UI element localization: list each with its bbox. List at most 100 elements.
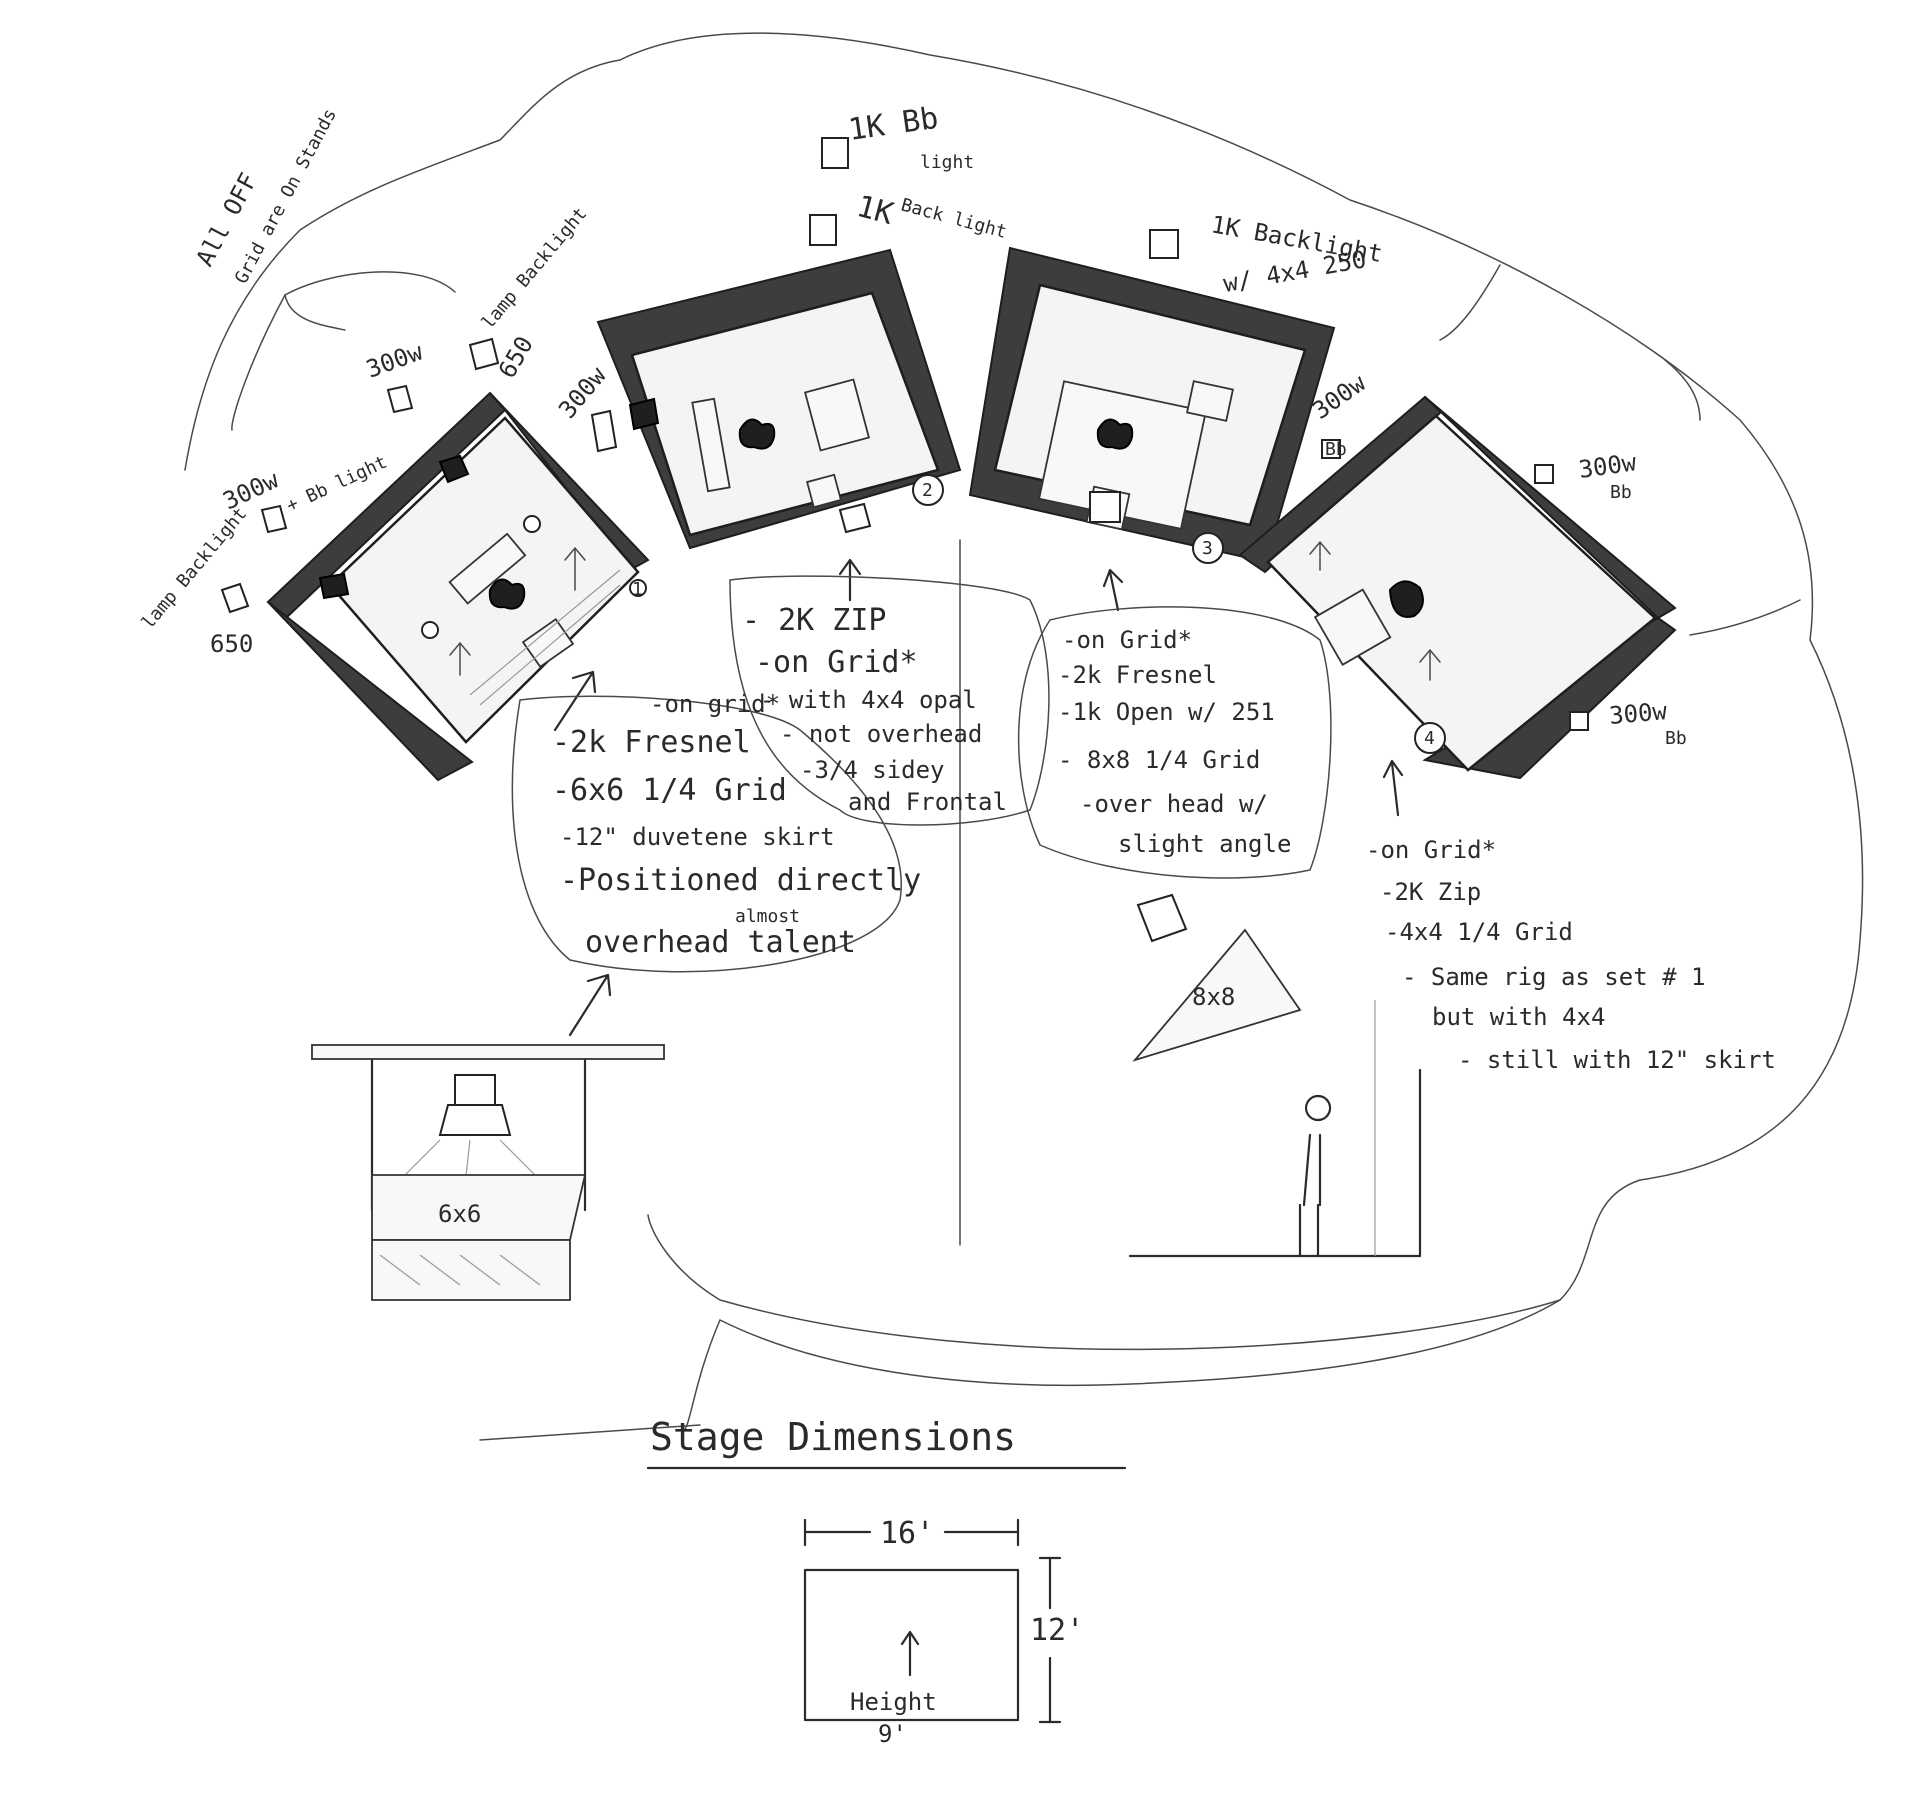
- stage-height-arrow: [900, 1630, 920, 1677]
- detail-talent-figure: [1298, 1094, 1332, 1257]
- set-2-light-icon: [628, 397, 660, 431]
- lamp-1k-bb-icon: [821, 137, 849, 169]
- set-2: [596, 248, 962, 550]
- label-1k-backlight-250-sub: w/ 4x4 250: [1221, 245, 1368, 298]
- detail-1k-fixture-icon: [1136, 893, 1188, 943]
- set-2-note-line-4: -3/4 sidey: [800, 756, 945, 784]
- set-3-chair: [1186, 380, 1234, 422]
- set-1-stand-icon: [421, 621, 439, 639]
- label-300w-set4-mid-bb: Bb: [1610, 482, 1632, 503]
- label-1k-bb: 1K Bb: [846, 101, 940, 148]
- set-4-arrow-2: [1419, 648, 1441, 681]
- set-4-note-line-3: - Same rig as set # 1: [1402, 963, 1705, 991]
- arrow-stands-b: [284, 294, 346, 331]
- outer-boundary-line: [619, 32, 1864, 1433]
- set-1-note-line-5: almost: [735, 906, 800, 927]
- set-4-note-line-5: - still with 12" skirt: [1458, 1046, 1776, 1074]
- arrow-right-1: [1439, 264, 1501, 341]
- set-4-notes: -on Grid* -2K Zip -4x4 1/4 Grid - Same r…: [1366, 836, 1776, 1074]
- stage-dimensions-title: Stage Dimensions: [650, 1415, 1016, 1459]
- outer-boundary-line-left: [184, 59, 621, 471]
- set-number-1: 1: [632, 579, 643, 600]
- stage-dimensions: Stage Dimensions 16' 12' Height 9': [646, 1415, 1127, 1748]
- label-300w-set4-low: 300w: [1608, 697, 1669, 730]
- arrow-set1-note: [553, 670, 597, 732]
- arrow-right-2: [1664, 359, 1701, 421]
- set-2-chair: [806, 473, 842, 509]
- set-1-talent-marker: [488, 578, 526, 610]
- set-4-number-circle: [1414, 722, 1446, 754]
- detail-8x8-label: 8x8: [1192, 983, 1235, 1011]
- set-3-number-circle: [1192, 532, 1224, 564]
- set-3-note-line-3: - 8x8 1/4 Grid: [1058, 746, 1260, 774]
- detail-8x8-frame: [1132, 928, 1302, 1062]
- lamp-300w-bb-icon: [260, 504, 288, 534]
- label-lamp-backlight-mid: lamp Backlight: [478, 203, 592, 333]
- stage-height-value: 9': [878, 1720, 907, 1748]
- set-2-notes: - 2K ZIP -on Grid* - with 4x4 opal - not…: [729, 575, 1050, 826]
- set-2-talent-marker: [738, 418, 776, 450]
- label-300w-set4-low-bb: Bb: [1665, 728, 1687, 749]
- arrow-set3-note: [1102, 568, 1124, 612]
- set-2-note-line-0: - 2K ZIP: [742, 603, 887, 638]
- label-300w-set4-top-bb: Bb: [1325, 439, 1347, 460]
- set-2-shelf: [691, 397, 731, 493]
- arrow-right-3: [1689, 599, 1801, 636]
- label-650-mid: 650: [493, 331, 539, 383]
- set-1-arrow-2: [564, 546, 586, 591]
- arrow-bottom-return: [647, 1214, 1561, 1351]
- detail-6x6-label: 6x6: [438, 1200, 481, 1228]
- set-1-shading: [469, 569, 621, 706]
- label-1k-back: 1K: [853, 189, 897, 232]
- lamp-300w-upper-icon: [386, 384, 414, 414]
- stage-width-dimension: [803, 1518, 1020, 1547]
- lamp-set2-front-icon: [838, 502, 872, 534]
- set-1-note-line-0: -on grid*: [650, 690, 780, 718]
- pointer-arrows: [231, 264, 1801, 1351]
- set-1-note-line-1: -2k Fresnel: [552, 725, 751, 760]
- label-lamp-backlight-left: lamp Backlight: [138, 503, 252, 633]
- set-1-light-icon: [318, 572, 350, 600]
- arrow-stands-a: [231, 294, 286, 431]
- set-1-note-line-2: -6x6 1/4 Grid: [552, 773, 787, 808]
- stage-width-label: 16': [880, 1516, 934, 1551]
- set-1-chair: [521, 617, 575, 669]
- detail-pipe: [311, 1044, 665, 1060]
- set-1-note-line-3: -12" duvetene skirt: [560, 823, 835, 851]
- stage-depth-dimension: [1038, 1556, 1062, 1724]
- arrow-stands-c: [284, 271, 456, 296]
- set-2-note-bubble: [729, 575, 1050, 826]
- detail-floor-shading: [379, 1254, 541, 1286]
- set-1: [266, 391, 650, 782]
- set-1-wall-back: [267, 601, 474, 782]
- label-650-left: 650: [210, 630, 253, 658]
- arrow-set2-note: [838, 558, 862, 602]
- label-1k-bb-light: light: [920, 152, 974, 173]
- set-3-note-line-2: -1k Open w/ 251: [1058, 698, 1275, 726]
- set-4-talent-marker: [1388, 580, 1424, 618]
- stage-outline: [803, 1568, 1020, 1722]
- set-1-note-bubble: [511, 695, 902, 973]
- set-3-note-line-1: -2k Fresnel: [1058, 661, 1217, 689]
- set-3: [968, 246, 1336, 564]
- arrow-detail-1: [568, 973, 612, 1037]
- set-1-stand-icon-2: [523, 515, 541, 533]
- set-3-note-bubble: [1017, 606, 1332, 879]
- note-bottom-line: [479, 1424, 701, 1441]
- set-2-number-circle: [912, 474, 944, 506]
- lamp-300w-set1-right-icon: [590, 409, 618, 453]
- set-1-table: [448, 532, 527, 605]
- set-2-note-line-3: - not overhead: [780, 720, 982, 748]
- set-1-arrow: [449, 641, 471, 676]
- set-4-note-line-2: -4x4 1/4 Grid: [1385, 918, 1573, 946]
- set-4-arrow: [1309, 540, 1331, 571]
- lamp-650-mid-icon: [468, 337, 500, 371]
- lamp-set3-front-icon: [1089, 491, 1121, 523]
- lamp-1k-backlight-250-icon: [1149, 229, 1179, 259]
- detail-8x8-rig: 8x8: [1128, 893, 1422, 1258]
- set-4-note-line-4: but with 4x4: [1432, 1003, 1605, 1031]
- set-4-floor: [1266, 414, 1657, 772]
- set-number-2: 2: [922, 480, 933, 501]
- set-3-note-line-0: -on Grid*: [1062, 626, 1192, 654]
